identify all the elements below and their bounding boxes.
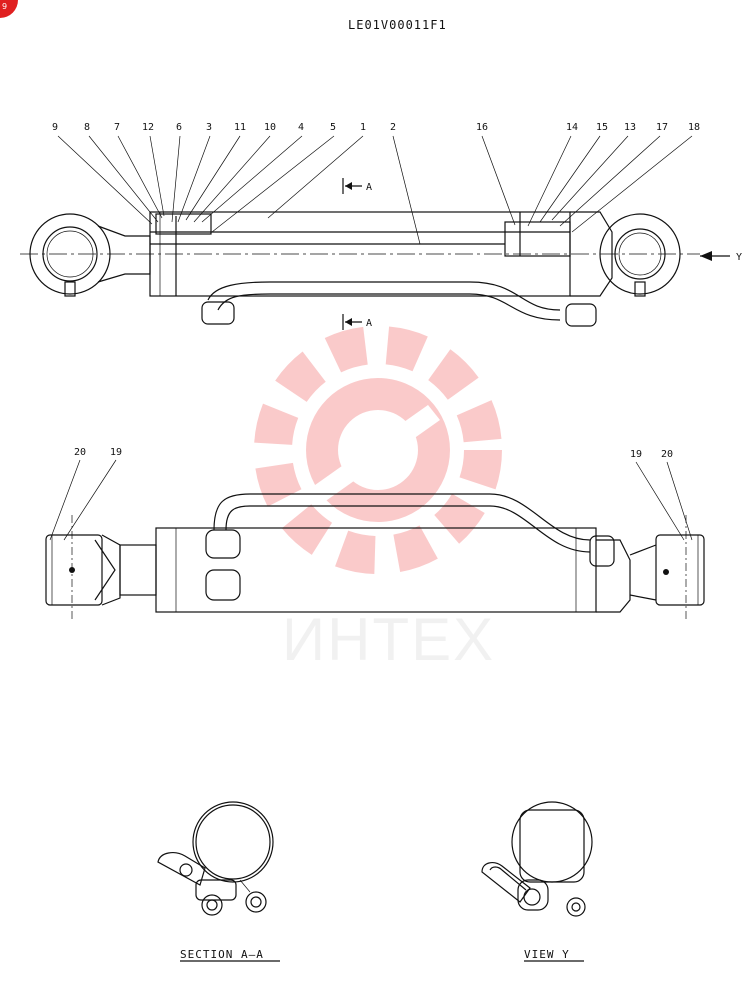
callout-20-left: 20 [74, 447, 86, 458]
callout-6: 6 [176, 122, 182, 133]
corner-badge: 9 [0, 0, 18, 18]
view-arrow-label: Y [736, 252, 742, 263]
callout-11: 11 [234, 122, 246, 133]
view-arrow: Y [700, 251, 742, 263]
top-callouts: 9 8 7 12 6 3 11 10 4 5 1 2 16 14 15 13 1… [52, 122, 700, 245]
callout-19-left: 19 [110, 447, 122, 458]
callout-5: 5 [330, 122, 336, 133]
bottom-callouts: 20 19 19 20 [49, 447, 693, 541]
callout-8: 8 [84, 122, 90, 133]
drawing-code: LE01V00011F1 [348, 18, 447, 32]
section-caption: SECTION A—A [180, 948, 264, 961]
callout-15: 15 [596, 122, 608, 133]
callout-2: 2 [390, 122, 396, 133]
view-y [481, 801, 593, 917]
section-mark-top: A [342, 178, 372, 194]
callout-4: 4 [298, 122, 304, 133]
callout-12: 12 [142, 122, 154, 133]
callout-10: 10 [264, 122, 276, 133]
callout-18: 18 [688, 122, 700, 133]
view-caption: VIEW Y [524, 948, 570, 961]
gear-logo-icon [254, 326, 502, 574]
section-a-a-view [157, 801, 274, 916]
cylinder-top-view [20, 211, 700, 327]
section-mark-bottom-label: A [366, 318, 372, 329]
callout-17: 17 [656, 122, 668, 133]
callout-7: 7 [114, 122, 120, 133]
corner-badge-text: 9 [2, 2, 7, 11]
callout-13: 13 [624, 122, 636, 133]
section-mark-bottom: A [342, 314, 372, 330]
callout-14: 14 [566, 122, 578, 133]
callout-16: 16 [476, 122, 488, 133]
callout-19-right: 19 [630, 449, 642, 460]
callout-3: 3 [206, 122, 212, 133]
watermark-text: ИНТЕХ [282, 606, 495, 673]
section-mark-top-label: A [366, 182, 372, 193]
cylinder-bottom-view [45, 493, 705, 620]
callout-9: 9 [52, 122, 58, 133]
callout-20-right: 20 [661, 449, 673, 460]
callout-1: 1 [360, 122, 366, 133]
watermark: ИНТЕХ [254, 326, 502, 673]
